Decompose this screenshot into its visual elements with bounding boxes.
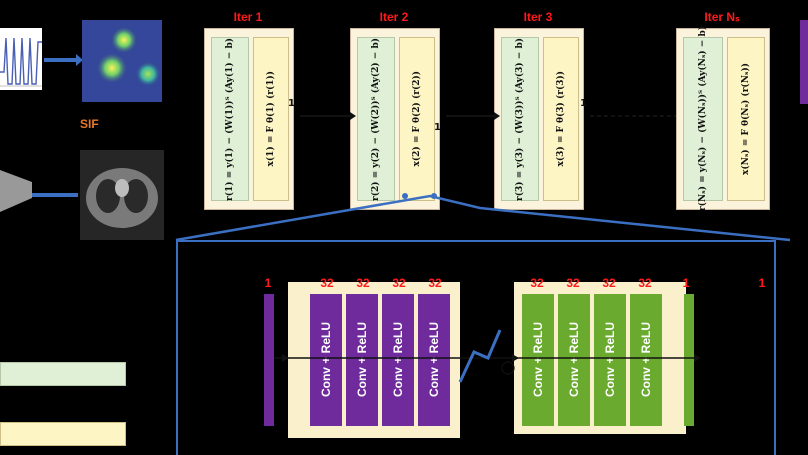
encoder-channel-4: 32 [428,276,442,290]
skip-connection [458,329,502,383]
update-panel: x(Nₛ) = F θ(Nₛ) (r(Nₛ)) [727,37,765,201]
encoder-conv-relu-3: Conv + ReLU [382,294,414,426]
decoder-conv-relu-4: Conv + ReLU [630,294,662,426]
zoom-dot-left [402,193,408,199]
iteration-title: Iter 3 [523,10,553,24]
residual-panel: r(3) = y(3) − (W(3))ᵀ (Ay(3) − b) [501,37,539,201]
residual-panel: r(Nₛ) = y(Nₛ) − (W(Nₛ))ᵀ (Ay(Nₛ) − b) [683,26,723,212]
encoder-conv-relu-1: Conv + ReLU [310,294,342,426]
flow-arrowhead-in [282,354,289,362]
stage-box: r(2) = y(2) − (W(2))ᵀ (Ay(2) − b) x(2) =… [350,28,440,210]
arrowhead-1-2 [350,112,356,120]
stage-box: r(1) = y(1) − (W(1))ᵀ (Ay(1) − b) x(1) =… [204,28,294,210]
iteration-stage-3: Iter 3 r(3) = y(3) − (W(3))ᵀ (Ay(3) − b)… [488,10,588,210]
stage-box: r(3) = y(3) − (W(3))ᵀ (Ay(3) − b) x(3) =… [494,28,584,210]
side-label-sif: SIF [80,117,99,131]
sinogram-plot-svg [0,37,42,87]
output-channel-label: 1 [682,276,690,290]
encoder-channel-2: 32 [356,276,370,290]
output-bar [800,20,808,104]
decoder-conv-relu-3: Conv + ReLU [594,294,626,426]
arrow-label-1: 1 [288,98,295,109]
iteration-stage-n: Iter Nₛ r(Nₛ) = y(Nₛ) − (W(Nₛ))ᵀ (Ay(Nₛ)… [670,10,774,212]
iteration-stage-2: Iter 2 r(2) = y(2) − (W(2))ᵀ (Ay(2) − b)… [344,10,444,210]
arrowhead-2-3 [494,112,500,120]
sum-node [501,361,515,375]
decoder-channel-4: 32 [638,276,652,290]
sinogram-plot [0,28,42,90]
zoom-connector [175,194,791,242]
decoder-conv-relu-1: Conv + ReLU [522,294,554,426]
iteration-stage-1: Iter 1 r(1) = y(1) − (W(1))ᵀ (Ay(1) − b)… [198,10,298,210]
decoder-channel-3: 32 [602,276,616,290]
input-channel-bar [264,294,274,426]
legend-yellow-box [0,422,126,446]
input-channel-label: 1 [264,276,272,290]
iteration-title: Iter 1 [233,10,263,24]
input-arrow-bottom [32,193,78,197]
flow-arrowhead-out [694,354,701,362]
stage-box: r(Nₛ) = y(Nₛ) − (W(Nₛ))ᵀ (Ay(Nₛ) − b) x(… [676,26,770,212]
final-channel-label: 1 [758,276,766,290]
detector-shape [0,160,32,220]
output-channel-bar [684,294,694,426]
fluorescence-heatmap [82,20,162,102]
input-arrowhead-top [76,54,83,66]
iteration-title: Iter 2 [379,10,409,24]
decoder-channel-2: 32 [566,276,580,290]
heatmap-svg [82,20,162,102]
ct-lung-image [80,150,164,240]
arrow-label-2: 1 [434,122,441,133]
update-panel: x(3) = F θ(3) (r(3)) [543,37,579,201]
legend-green-box [0,362,126,386]
update-panel: x(1) = F θ(1) (r(1)) [253,37,289,201]
residual-panel: r(2) = y(2) − (W(2))ᵀ (Ay(2) − b) [357,37,395,201]
update-panel: x(2) = F θ(2) (r(2)) [399,37,435,201]
cnn-detail-panel [176,240,776,455]
encoder-channel-1: 32 [320,276,334,290]
zoom-dot-right [431,193,437,199]
decoder-channel-1: 32 [530,276,544,290]
arrow-label-3: 1 [580,98,587,109]
encoder-conv-relu-2: Conv + ReLU [346,294,378,426]
flow-arrowhead-mid [512,354,519,362]
input-arrow-top [44,58,78,62]
encoder-channel-3: 32 [392,276,406,290]
encoder-conv-relu-4: Conv + ReLU [418,294,450,426]
iteration-title: Iter Nₛ [704,10,740,24]
decoder-conv-relu-2: Conv + ReLU [558,294,590,426]
residual-panel: r(1) = y(1) − (W(1))ᵀ (Ay(1) − b) [211,37,249,201]
